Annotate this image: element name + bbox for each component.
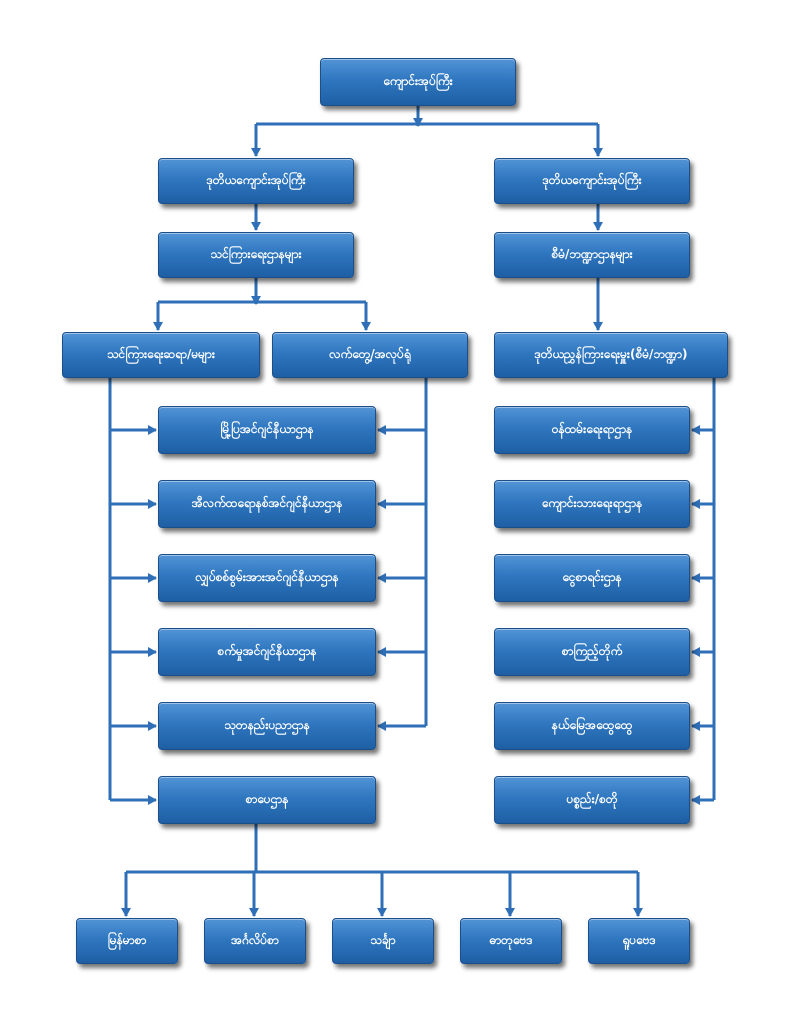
node-admin[interactable]: ဝန်ထမ်းရေးရာဌာန — [494, 406, 690, 454]
node-science-tech[interactable]: သုတနည်းပညာဌာန — [158, 702, 376, 750]
node-general[interactable]: နယ်မြေအထွေထွေ — [494, 702, 690, 750]
node-teaching-depts[interactable]: သင်ကြားရေးဌာနများ — [158, 232, 354, 278]
node-student-affairs[interactable]: ကျောင်းသားရေးရာဌာန — [494, 480, 690, 528]
node-chemistry[interactable]: ရူပဗေဒ — [588, 918, 690, 964]
node-language[interactable]: စာပေဌာန — [158, 776, 376, 824]
node-mechanical-eng[interactable]: စက်မှုအင်ဂျင်နီယာဌာန — [158, 628, 376, 676]
node-deputy-right[interactable]: ဒုတိယကျောင်းအုပ်ကြီး — [494, 158, 690, 204]
node-root[interactable]: ကျောင်းအုပ်ကြီး — [320, 58, 516, 106]
node-physics[interactable]: ဓာတုဗေဒ — [460, 918, 562, 964]
node-admin-depts[interactable]: စီမံ/ဘဏ္ဍာဌာနများ — [494, 232, 690, 278]
node-library[interactable]: စာကြည့်တိုက် — [494, 628, 690, 676]
node-math[interactable]: သင်္ချာ — [332, 918, 434, 964]
node-teachers[interactable]: သင်ကြားရေးဆရာ/မများ — [62, 332, 260, 378]
node-stores[interactable]: ပစ္စည်း/စတို — [494, 776, 690, 824]
node-electrical-power-eng[interactable]: လျှပ်စစ်စွမ်းအားအင်ဂျင်နီယာဌာန — [158, 554, 376, 602]
node-english[interactable]: အင်္ဂလိပ်စာ — [204, 918, 306, 964]
node-finance[interactable]: ငွေစာရင်းဌာန — [494, 554, 690, 602]
node-workshops[interactable]: လက်တွေ့/အလုပ်ရုံ — [272, 332, 468, 378]
node-deputy-left[interactable]: ဒုတိယကျောင်းအုပ်ကြီး — [158, 158, 354, 204]
node-deputy-director-admin[interactable]: ဒုတိယညွှန်ကြားရေးမှူး(စီမံ/ဘဏ္ဍာ) — [494, 332, 728, 378]
node-electronic-eng[interactable]: အီလက်ထရောနစ်အင်ဂျင်နီယာဌာန — [158, 480, 376, 528]
node-myanmar[interactable]: မြန်မာစာ — [76, 918, 178, 964]
node-civil-eng[interactable]: မြို့ပြအင်ဂျင်နီယာဌာန — [158, 406, 376, 454]
